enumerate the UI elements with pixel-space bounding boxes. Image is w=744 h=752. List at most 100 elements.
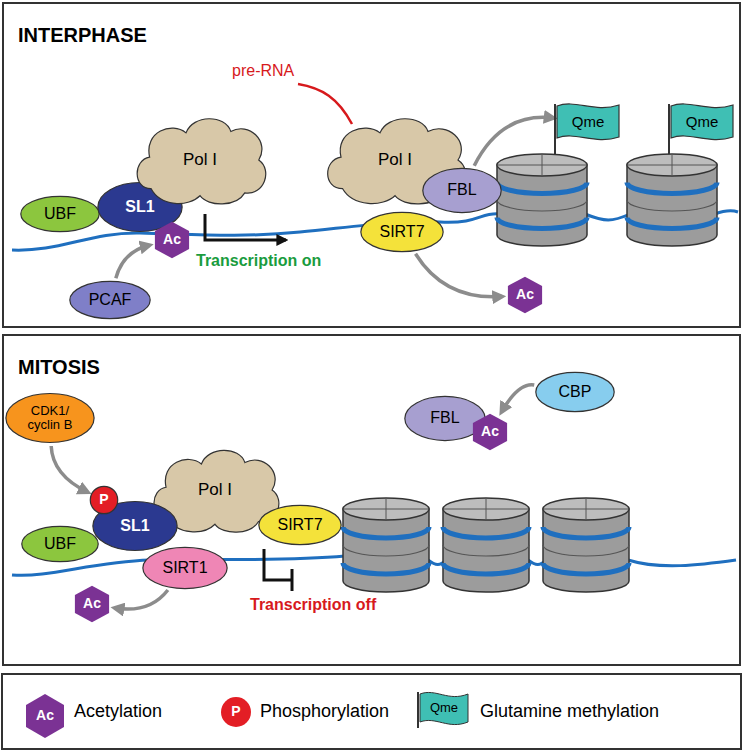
nucleosome-line <box>486 498 487 520</box>
nucleosome-line <box>386 498 387 520</box>
nucleosome-band <box>497 183 587 194</box>
nucleosome-body <box>497 165 587 246</box>
nucleosome-band <box>443 563 529 574</box>
acetyl-mark: Ac <box>506 276 544 314</box>
node-label: Pol I <box>183 151 217 170</box>
node-label: CBP <box>559 383 592 401</box>
node-label: Qme <box>572 114 605 131</box>
nucleosome <box>627 154 717 246</box>
flag-pole <box>417 692 419 728</box>
node-label: UBF <box>44 205 76 223</box>
node-label: Pol I <box>198 481 232 500</box>
factor-ellipse: UBF <box>20 196 100 232</box>
node-label: Ac <box>516 287 534 302</box>
nucleosome-body <box>627 165 717 246</box>
symbol-text: P <box>231 704 240 719</box>
nucleosome-band <box>627 183 717 194</box>
node-text-wrap: SIRT1 <box>142 547 228 589</box>
legend-text: Glutamine methylation <box>480 702 659 722</box>
nucleosome-top <box>543 498 629 520</box>
node-label: FBL <box>447 181 476 199</box>
status-label: Transcription on <box>196 252 321 270</box>
polygon-shape <box>508 277 542 313</box>
methylation-symbol <box>420 692 468 724</box>
modification-arrow <box>416 254 503 297</box>
node-label: PCAF <box>89 291 132 309</box>
enzyme-ellipse: CBP <box>535 372 615 412</box>
node-text-wrap: SIRT7 <box>258 505 342 545</box>
ellipse-shape <box>70 281 150 318</box>
acetylation-symbol <box>26 694 64 738</box>
rna-label: pre-RNA <box>232 62 294 80</box>
node-text-wrap: UBF <box>20 196 100 232</box>
path-shape <box>671 104 733 140</box>
nucleosome-band <box>497 200 587 211</box>
legend-box <box>2 674 741 749</box>
node-label: CDK1/ cyclin B <box>13 404 87 433</box>
nucleosome-band <box>543 563 629 574</box>
polygon-shape <box>473 414 507 450</box>
kinase-ellipse: CDK1/ cyclin B <box>5 393 95 443</box>
acetyl-mark: Ac <box>471 413 509 451</box>
enzyme-ellipse: SIRT7 <box>258 505 342 545</box>
transcription-block <box>264 549 292 580</box>
modification-arrow <box>115 590 168 609</box>
ellipse-shape <box>361 212 443 251</box>
modification-arrow <box>501 385 534 412</box>
nucleosome <box>443 498 529 592</box>
node-label: SIRT7 <box>379 223 424 241</box>
status-label: Transcription off <box>250 596 376 614</box>
enzyme-ellipse: SIRT7 <box>360 212 444 252</box>
nucleosome-line <box>672 154 673 176</box>
node-text-wrap: Ac <box>471 413 509 451</box>
node-label: SIRT1 <box>162 559 207 577</box>
nucleosome <box>543 498 629 592</box>
polygon-shape <box>75 586 109 622</box>
ellipse-shape <box>6 394 94 443</box>
node-label: Ac <box>481 424 499 439</box>
nucleosome-band <box>443 545 529 556</box>
legend-text: Acetylation <box>74 702 162 722</box>
ellipse-shape <box>22 526 98 561</box>
dna-strand <box>715 211 738 214</box>
dna-strand <box>585 214 630 220</box>
node-label: FBL <box>430 409 459 427</box>
phase-panel: MITOSISCDK1/ cyclin BPUBFSL1Pol ISIRT1Ac… <box>2 334 741 666</box>
node-label: P <box>99 492 108 507</box>
nucleosome-band <box>543 545 629 556</box>
nucleosome-band <box>627 200 717 211</box>
ellipse-shape <box>536 372 614 411</box>
node-text-wrap: PCAF <box>69 281 151 319</box>
nucleosome-body <box>343 509 429 592</box>
nucleosome-band <box>343 527 429 538</box>
node-text-wrap: FBL <box>422 168 502 213</box>
methyl-flag: Qme <box>671 102 733 142</box>
ellipse-shape <box>90 486 117 513</box>
symbol-text: Ac <box>36 708 54 723</box>
ellipse-shape <box>423 168 501 212</box>
phase-panel: INTERPHASEUBFSL1AcPCAFPol IPol IFBLSIRT7… <box>2 2 741 328</box>
nucleosome-band <box>627 218 717 229</box>
factor-ellipse: UBF <box>21 526 99 562</box>
acetyl-mark: Ac <box>153 221 191 259</box>
node-text-wrap: SIRT7 <box>360 212 444 252</box>
ellipse-shape <box>143 547 227 588</box>
ellipse-shape <box>21 196 99 231</box>
legend-text: Phosphorylation <box>260 702 389 722</box>
node-label: Ac <box>83 596 101 611</box>
nucleosome-group <box>343 154 717 592</box>
node-text-wrap: UBF <box>21 526 99 562</box>
node-text-wrap: Ac <box>506 276 544 314</box>
nucleosome-line <box>542 154 543 176</box>
polygon-shape <box>155 222 189 258</box>
node-label: SL1 <box>125 198 154 216</box>
node-text-wrap: Ac <box>153 221 191 259</box>
nucleosome-body <box>443 509 529 592</box>
dna-strand <box>628 560 736 566</box>
node-text-wrap: Qme <box>557 102 619 142</box>
panel-heading: MITOSIS <box>18 356 100 379</box>
nucleosome-top <box>627 154 717 176</box>
node-label: UBF <box>44 535 76 553</box>
